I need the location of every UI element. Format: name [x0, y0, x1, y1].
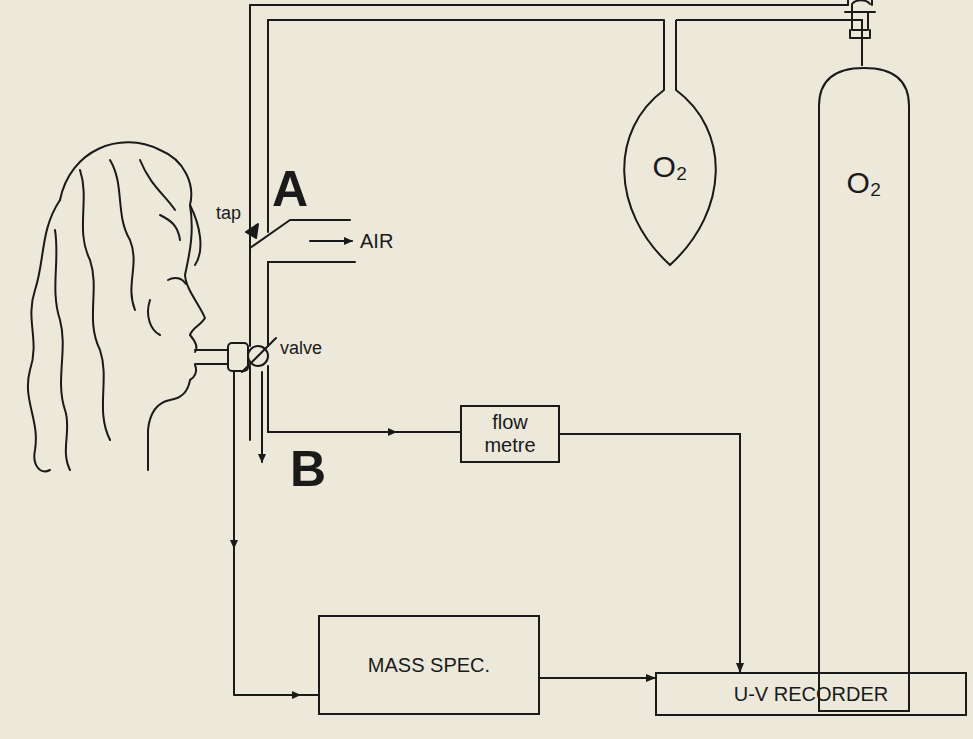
cylinder-valve [852, 0, 870, 4]
hair [60, 142, 200, 265]
recorder-box: U-V RECORDER [655, 672, 967, 716]
connector [676, 20, 862, 66]
air-arrow [310, 240, 352, 242]
node-text: MASS SPEC. [368, 654, 490, 677]
cylinder-valve [848, 0, 872, 5]
node-text: O₂ [653, 150, 688, 184]
connector [560, 434, 740, 672]
section-letter: B [290, 440, 326, 498]
flow-arrow [270, 694, 300, 696]
node-text: U-V RECORDER [734, 683, 888, 706]
pipe [249, 5, 251, 440]
hair [55, 230, 70, 470]
face-profile [185, 205, 205, 335]
mouthpiece [195, 350, 228, 364]
node-text: O₂ [847, 166, 882, 200]
tap-symbol [246, 224, 258, 238]
sample-line [268, 431, 460, 433]
cylinder-valve [845, 5, 875, 38]
pipe [268, 19, 664, 21]
hair [80, 170, 110, 440]
flow-metre-box: flow metre [460, 405, 560, 463]
oxygen-bag-outline [610, 20, 730, 265]
flow-arrow [350, 431, 396, 433]
mass-spectrometer-box: MASS SPEC. [318, 615, 540, 715]
oxygen-bag: O₂ [610, 20, 730, 265]
pipe [250, 4, 848, 6]
valve-symbol [242, 338, 276, 372]
tap-branch [250, 220, 350, 248]
section-letter: A [272, 160, 308, 218]
eye [168, 278, 186, 284]
hair [140, 160, 175, 210]
mouthpiece [228, 343, 248, 371]
part-label: tap [216, 203, 241, 224]
tap-branch [268, 261, 355, 263]
face-profile [148, 335, 196, 470]
connector [540, 677, 655, 679]
ear [148, 300, 160, 335]
flow-arrow [233, 540, 235, 548]
part-label: valve [280, 338, 322, 359]
hair [160, 215, 180, 240]
oxygen-cylinder-outline [818, 66, 910, 711]
oxygen-cylinder: O₂ [818, 66, 910, 711]
hair [110, 160, 135, 310]
node-text: flow metre [470, 411, 550, 457]
sample-line [234, 372, 318, 695]
pipe [267, 20, 269, 432]
exhaust-arrow [261, 372, 263, 462]
part-label: AIR [360, 230, 393, 253]
